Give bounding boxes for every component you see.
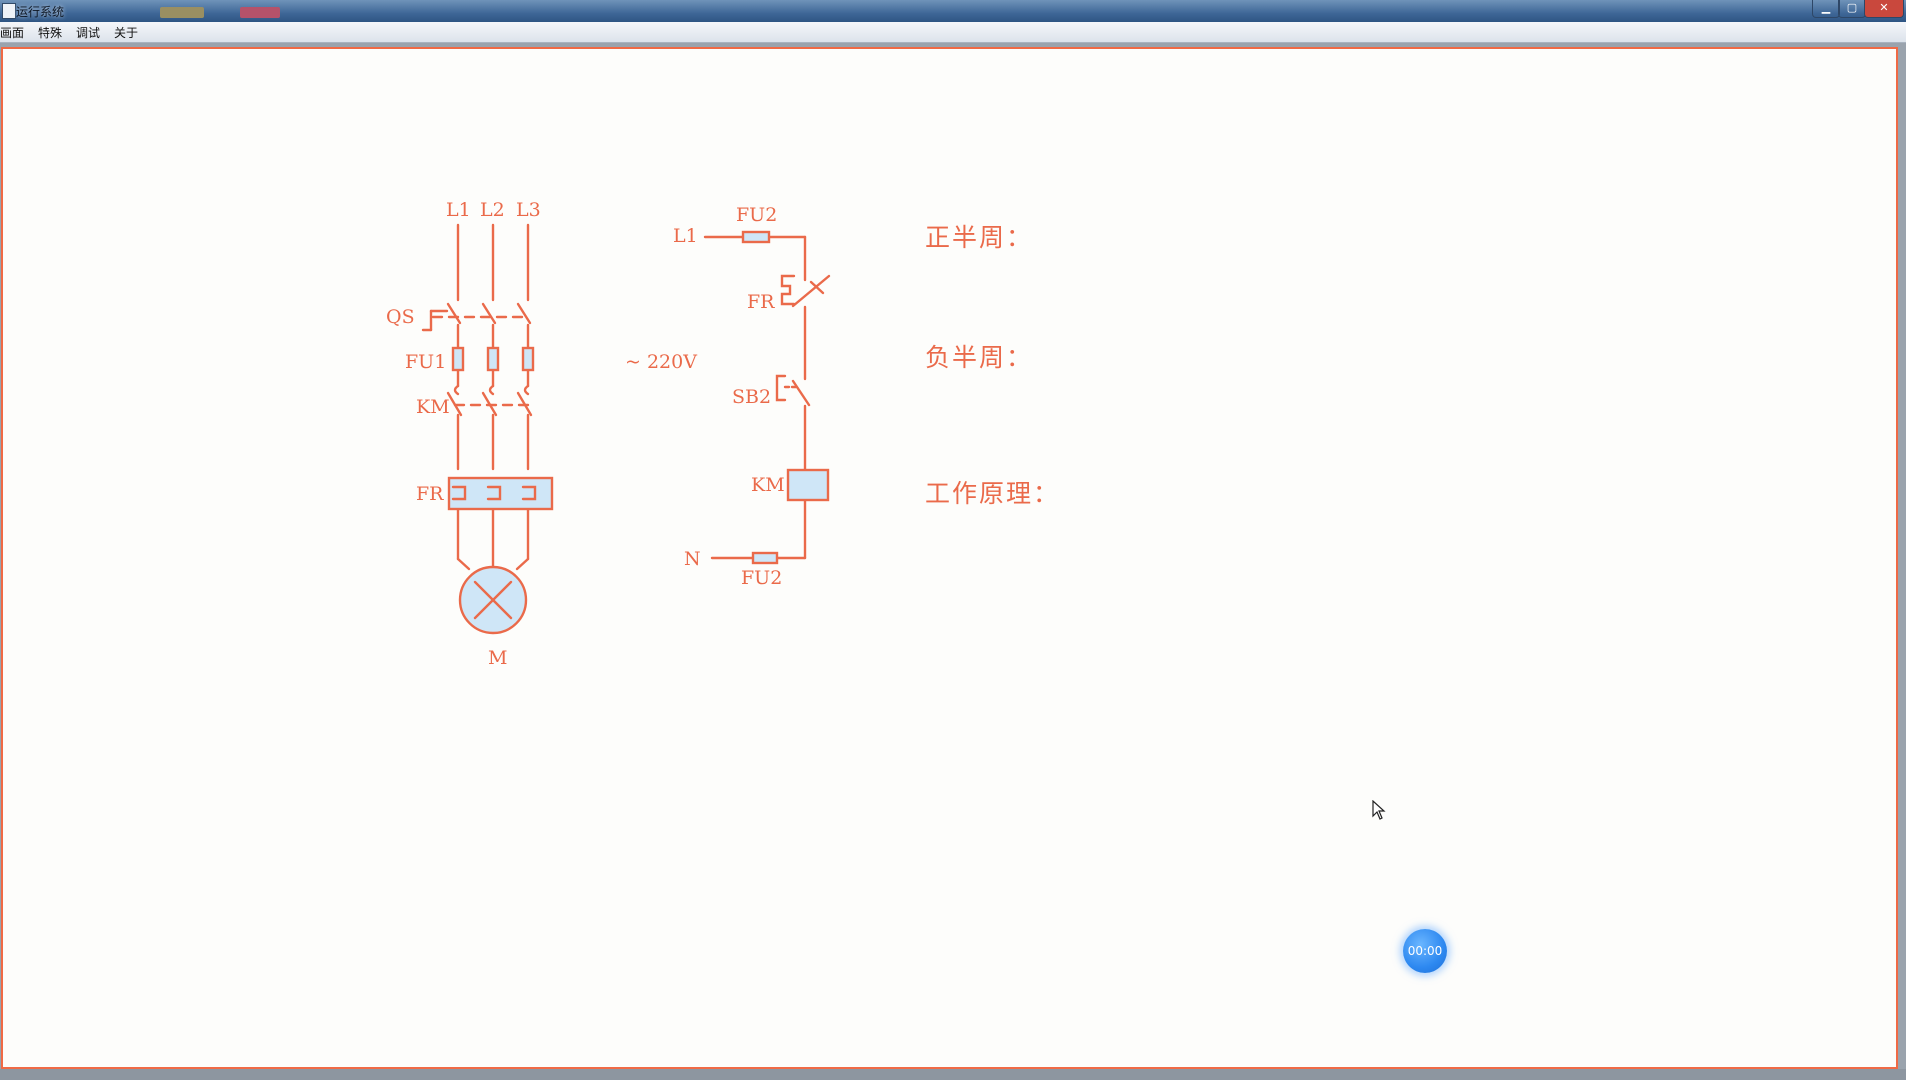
phase-l3-wire [515,223,533,571]
label-motor: M [488,647,508,669]
window-title: 运行系统 [16,5,65,19]
maximize-button[interactable]: ▢ [1838,0,1866,18]
minimize-button[interactable]: ▁ [1812,0,1840,18]
drawing-canvas: L1 L2 L3 QS FU1 KM FR M ~ 220V FU2 L1 FR… [1,47,1898,1069]
fu2-top-fuse [741,230,771,244]
label-sb2: SB2 [732,386,772,408]
label-fr: FR [416,483,444,505]
label-l2: L2 [480,199,505,221]
label-l3: L3 [516,199,541,221]
title-bar: 运行系统 ▁ ▢ ✕ [0,0,1906,22]
background-tab [160,7,204,18]
note-principle: 工作原理： [925,479,1061,508]
circuit-diagram [421,223,831,635]
menu-item-debug[interactable]: 调试 [76,26,101,40]
menu-bar: 画面 特殊 调试 关于 [0,22,1906,43]
label-fu2-bottom: FU2 [741,567,783,589]
mouse-cursor-icon [1372,800,1386,820]
fr-thermal-relay [447,476,554,511]
fr-nc-contact [780,274,831,308]
control-circuit-wire [703,235,807,560]
label-qs: QS [386,306,415,328]
label-km: KM [416,396,450,418]
note-positive-half: 正半周： [925,223,1034,252]
km-main-contacts [453,384,530,407]
menu-item-screen[interactable]: 画面 [0,26,25,40]
label-km-coil: KM [751,474,785,496]
app-icon [2,3,16,19]
status-strip [0,1069,1906,1080]
fu2-bottom-fuse [751,551,779,565]
label-fu1: FU1 [405,351,447,373]
qs-switch-link [421,309,530,332]
label-control-l1: L1 [673,225,698,247]
label-fr-contact: FR [747,291,775,313]
timer-badge[interactable]: 00:00 [1403,929,1447,973]
motor-symbol [458,565,528,635]
km-coil [786,468,830,502]
phase-l1-wire [446,223,471,571]
label-fu2-top: FU2 [736,204,778,226]
close-button[interactable]: ✕ [1864,0,1904,18]
label-voltage: ~ 220V [625,351,697,373]
menu-item-about[interactable]: 关于 [114,26,139,40]
label-neutral: N [684,548,701,570]
menu-item-special[interactable]: 特殊 [38,26,63,40]
phase-l2-wire [481,223,498,569]
fu1-fuses [451,346,535,372]
note-negative-half: 负半周： [925,343,1034,372]
label-l1: L1 [446,199,471,221]
background-tab [240,7,280,18]
sb2-button-contact [775,374,811,407]
